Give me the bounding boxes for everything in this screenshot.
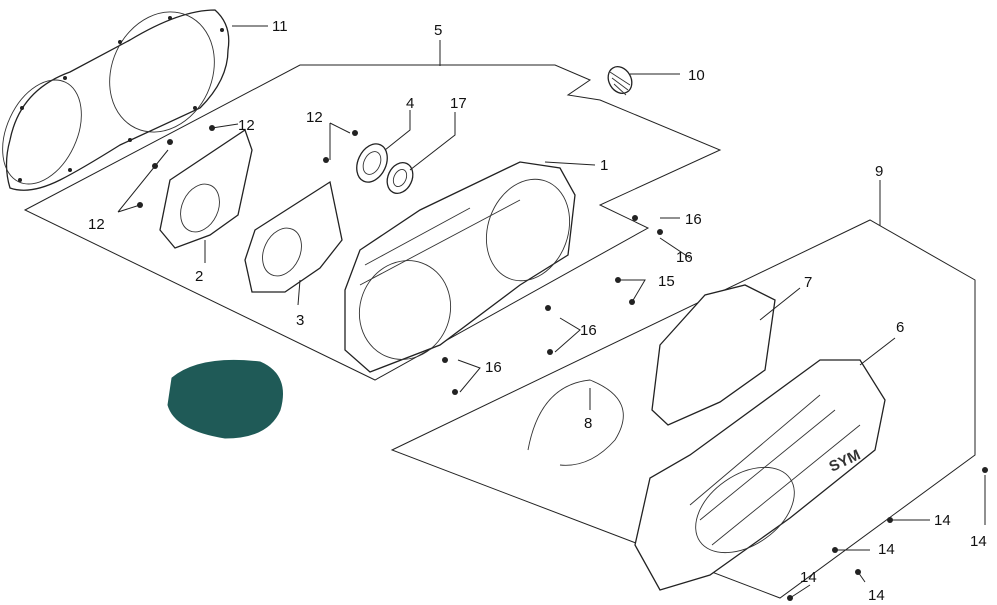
callout-16-a: 16 <box>685 211 702 228</box>
callout-13: 12 <box>306 109 323 126</box>
part-4-seal <box>356 143 388 183</box>
callout-6: 6 <box>896 319 904 336</box>
part-6-outer-cover: SYM <box>634 359 886 591</box>
callout-16-d: 16 <box>485 359 502 376</box>
callout-1: 1 <box>600 157 608 174</box>
part-1-inner-cover <box>344 161 576 373</box>
callout-14-b: 14 <box>970 533 987 550</box>
leader-lines <box>117 25 986 599</box>
callout-16-c: 16 <box>580 322 597 339</box>
callout-14-a: 14 <box>934 512 951 529</box>
callout-8: 8 <box>584 415 592 432</box>
callout-14-d: 14 <box>800 569 817 586</box>
callout-16-b: 16 <box>676 249 693 266</box>
callout-14-e: 14 <box>868 587 885 604</box>
group-9-outline <box>390 219 976 599</box>
callout-11: 11 <box>272 18 288 35</box>
callout-7: 7 <box>804 274 812 291</box>
callout-5: 5 <box>434 22 442 39</box>
callout-4: 4 <box>406 95 414 112</box>
callout-15: 15 <box>658 273 675 290</box>
group-5-outline <box>23 64 722 381</box>
foam-pad <box>167 359 283 439</box>
callout-10: 10 <box>688 67 705 84</box>
callout-3: 3 <box>296 312 304 329</box>
callout-9: 9 <box>875 163 883 180</box>
part-11-gasket <box>2 9 230 191</box>
callout-17: 17 <box>450 95 467 112</box>
part-8-wire <box>527 379 624 466</box>
callout-2: 2 <box>195 268 203 285</box>
part-17-bearing <box>386 161 414 195</box>
part-3-plate <box>244 180 343 293</box>
part-10-filter <box>607 66 633 96</box>
part-2-plate <box>159 128 253 249</box>
callout-14-c: 14 <box>878 541 895 558</box>
callout-12-top: 12 <box>238 117 255 134</box>
callout-12-left: 12 <box>88 216 105 233</box>
part-7-gasket <box>651 284 776 426</box>
